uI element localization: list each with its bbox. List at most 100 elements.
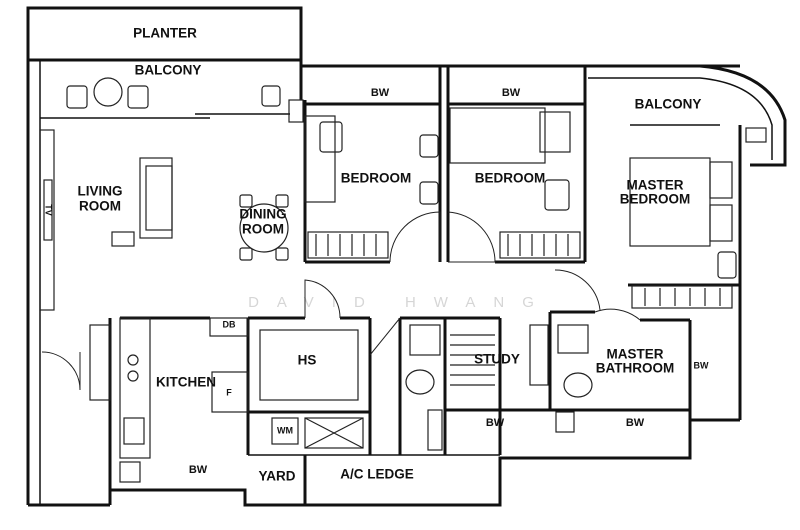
bed2-desk bbox=[539, 111, 571, 153]
dining-table bbox=[239, 203, 289, 253]
dining-chair-2 bbox=[275, 194, 289, 208]
label-bw-study: BW bbox=[486, 417, 505, 429]
master-pillow-1 bbox=[709, 161, 733, 199]
master-aircon-box bbox=[745, 127, 767, 143]
bed1-desk bbox=[304, 115, 336, 203]
label-bw-bed1: BW bbox=[371, 87, 390, 99]
room-labels: PLANTER BALCONY LIVING ROOM DINING ROOM … bbox=[77, 26, 701, 484]
balcony-chair-corner bbox=[261, 85, 281, 107]
watermark-text: DAVID HWANG bbox=[248, 294, 552, 311]
common-basin bbox=[409, 324, 441, 356]
master-shower-trap bbox=[555, 411, 575, 433]
label-bedroom-2: BEDROOM bbox=[475, 171, 546, 186]
yard-floor-trap bbox=[119, 461, 141, 483]
bedroom2-door bbox=[447, 211, 496, 263]
label-bedroom-1: BEDROOM bbox=[341, 171, 412, 186]
master-door bbox=[554, 269, 601, 311]
label-fridge: F bbox=[226, 387, 232, 397]
aircon-ledge-box bbox=[288, 99, 304, 123]
washing-machine bbox=[271, 417, 299, 445]
bed2-chair bbox=[544, 179, 570, 211]
label-living-1: LIVING bbox=[77, 184, 122, 199]
study-shelving bbox=[450, 334, 495, 386]
label-master-bath-2: BATHROOM bbox=[596, 361, 675, 376]
balcony-chair-left bbox=[66, 85, 88, 109]
label-balcony-right: BALCONY bbox=[635, 97, 702, 112]
yard-cross bbox=[304, 417, 364, 449]
label-yard: YARD bbox=[258, 469, 295, 484]
label-living-2: ROOM bbox=[79, 199, 121, 214]
bed1-chair bbox=[319, 121, 343, 153]
fridge-box bbox=[211, 371, 249, 413]
bed1-wardrobe-lines bbox=[315, 234, 377, 256]
side-table bbox=[111, 231, 135, 247]
label-dining-1: DINING bbox=[239, 207, 286, 222]
label-wm: WM bbox=[277, 425, 293, 435]
bed1-side-chair-2 bbox=[419, 181, 439, 205]
yard-sink-area bbox=[304, 417, 364, 449]
label-master-1: MASTER bbox=[627, 178, 684, 193]
sofa bbox=[139, 157, 173, 239]
kitchen-counter bbox=[119, 317, 151, 459]
hs-yard-fixtures bbox=[259, 329, 364, 449]
label-bw-bed2: BW bbox=[502, 87, 521, 99]
kitchen-fixtures bbox=[89, 317, 249, 483]
label-balcony-left: BALCONY bbox=[135, 63, 202, 78]
master-toilet bbox=[563, 372, 593, 398]
label-bw-kitchen: BW bbox=[189, 464, 208, 476]
dining-chair-1 bbox=[239, 194, 253, 208]
kitchen-side-cabinet bbox=[89, 324, 111, 401]
balcony-chair-right bbox=[127, 85, 149, 109]
living-furniture bbox=[39, 77, 304, 311]
label-bw-mbath: BW bbox=[626, 417, 645, 429]
bedroom1-door bbox=[389, 211, 441, 263]
master-furniture bbox=[629, 124, 767, 309]
tv-unit bbox=[43, 179, 53, 241]
label-master-2: BEDROOM bbox=[620, 192, 691, 207]
label-db: DB bbox=[223, 319, 236, 329]
hs-door bbox=[304, 279, 341, 319]
common-toilet bbox=[405, 369, 435, 395]
outer-walls bbox=[26, 6, 787, 507]
hob-burner-2 bbox=[127, 370, 139, 382]
bathroom-fixtures bbox=[405, 324, 593, 451]
common-bath-door bbox=[369, 317, 401, 356]
bed2-wardrobe-lines bbox=[507, 234, 569, 256]
label-dining-2: ROOM bbox=[242, 222, 284, 237]
label-hs: HS bbox=[298, 353, 317, 368]
master-wardrobe bbox=[631, 285, 733, 309]
balcony-table bbox=[93, 77, 123, 107]
fixture-labels: BW BW BW BW BW BW DB F WM TV bbox=[44, 87, 709, 476]
label-kitchen: KITCHEN bbox=[156, 375, 216, 390]
label-tv: TV bbox=[44, 204, 54, 216]
study-desk bbox=[529, 324, 549, 386]
label-study: STUDY bbox=[474, 352, 520, 367]
kitchen-sink bbox=[123, 417, 145, 445]
master-wardrobe-lines bbox=[644, 288, 721, 306]
common-shower bbox=[427, 409, 443, 451]
master-bed bbox=[629, 157, 711, 247]
tv-console bbox=[39, 129, 55, 311]
bed2-bed bbox=[449, 107, 546, 164]
master-side-table bbox=[717, 251, 737, 279]
curved-balcony-wall bbox=[588, 64, 787, 167]
master-basin bbox=[557, 324, 589, 354]
dining-chair-4 bbox=[275, 247, 289, 261]
bed2-wardrobe bbox=[499, 231, 581, 259]
hs-room-box bbox=[259, 329, 359, 401]
mbath-door bbox=[594, 308, 641, 321]
sofa-seat bbox=[145, 165, 173, 231]
bedroom-furniture bbox=[304, 107, 581, 259]
bottom-outer-wall bbox=[110, 420, 692, 507]
db-box bbox=[209, 317, 249, 337]
bed1-wardrobe bbox=[307, 231, 389, 259]
label-master-bath-1: MASTER bbox=[607, 347, 664, 362]
master-pillow-2 bbox=[709, 204, 733, 242]
dining-chair-3 bbox=[239, 247, 253, 261]
bed1-side-chair bbox=[419, 134, 439, 158]
label-bw-vertical: BW bbox=[694, 360, 709, 370]
doors bbox=[41, 211, 641, 391]
label-ac-ledge: A/C LEDGE bbox=[340, 467, 414, 482]
